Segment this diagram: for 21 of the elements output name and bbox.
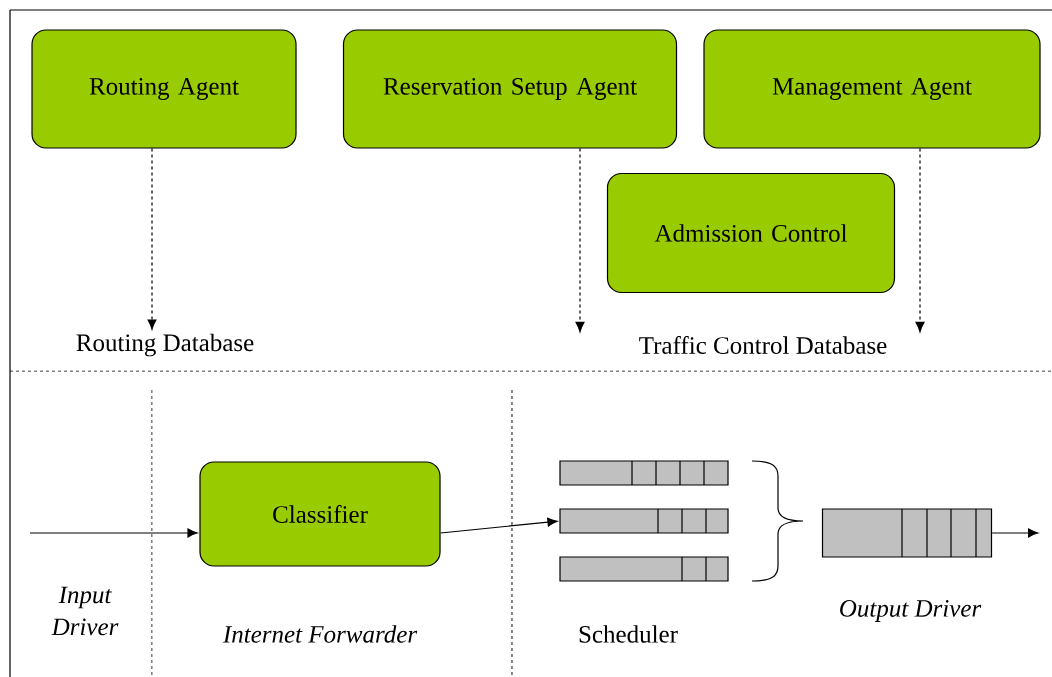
queue-drawing [559, 508, 729, 534]
arrow [575, 148, 585, 333]
arrow [915, 148, 925, 333]
section-label: Internet Forwarder [222, 625, 418, 643]
process-box: Reservation Setup Agent [342, 29, 678, 149]
queue-drawing [559, 460, 729, 486]
queue-drawing [559, 556, 729, 582]
section-label: Scheduler [579, 625, 678, 643]
database-label: Traffic Control Database [639, 336, 887, 354]
process-box: Management Agent [703, 29, 1041, 149]
arrow [147, 148, 157, 330]
section-label: Output Driver [840, 600, 982, 622]
process-box: Admission Control [606, 172, 896, 294]
arrow [440, 517, 558, 534]
database-label: Routing Database [76, 333, 254, 357]
queue-drawing [821, 508, 993, 558]
arrow [991, 528, 1039, 538]
arrow [29, 528, 198, 538]
section-label: Input Driver [51, 586, 119, 636]
process-box: Classifier [199, 461, 441, 567]
process-box: Routing Agent [31, 29, 297, 149]
